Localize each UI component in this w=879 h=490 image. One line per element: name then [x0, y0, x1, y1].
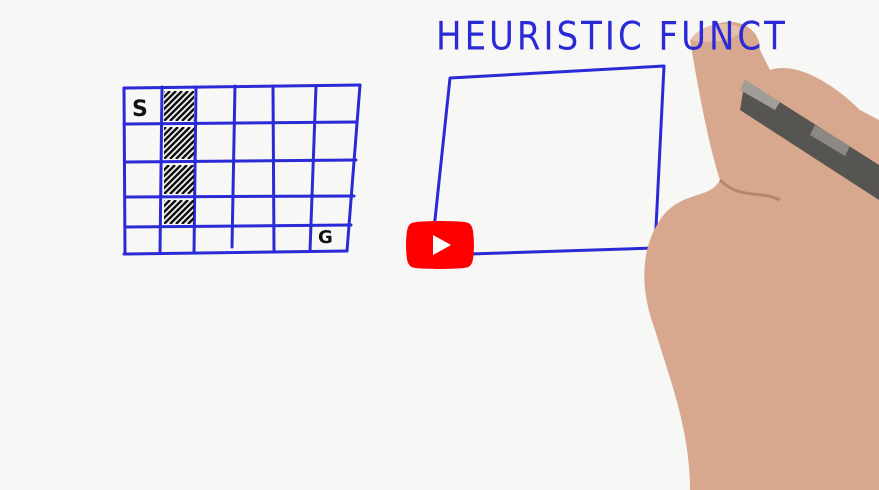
play-button[interactable]	[406, 221, 474, 269]
wall-cells	[164, 91, 194, 224]
play-icon	[406, 221, 474, 269]
wall-cell	[164, 127, 194, 159]
wall-cell	[164, 165, 194, 194]
wall-cell	[164, 91, 194, 121]
heuristic-frame	[430, 64, 666, 256]
heading-text: HEURISTIC FUNCT	[436, 14, 788, 60]
hand-with-marker	[644, 22, 879, 490]
start-label: S	[132, 97, 148, 122]
grid-maze	[122, 83, 362, 256]
goal-label: G	[318, 227, 333, 248]
wall-cell	[164, 200, 194, 224]
